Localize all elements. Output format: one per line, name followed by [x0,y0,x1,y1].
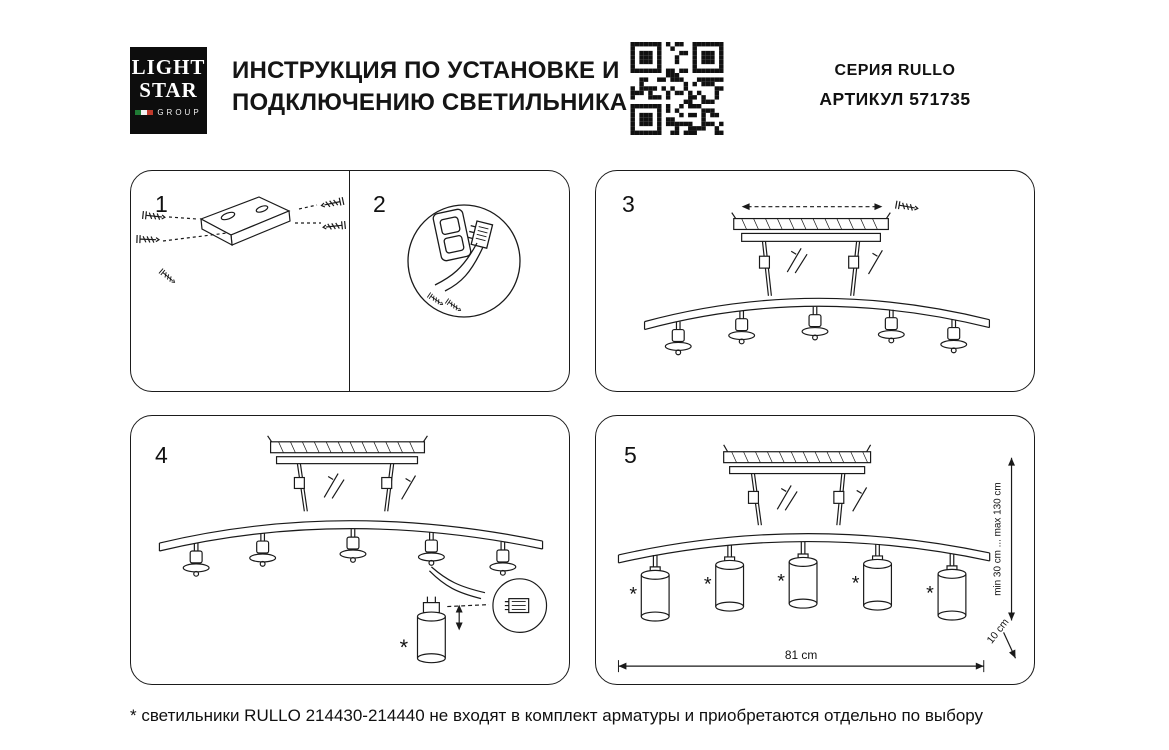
logo-text-star: STAR [139,78,198,102]
lamp-asterisk: * [777,571,785,593]
lamp-holder [182,542,210,577]
step4-diagram: * [158,435,548,664]
ceiling-bar [723,444,872,475]
product-meta: СЕРИЯ RULLO АРТИКУЛ 571735 [795,62,995,110]
footnote: * светильники RULLO 214430-214440 не вхо… [130,706,984,725]
screw-icon [136,234,160,245]
lamp-holder [877,309,905,344]
arrow-down-icon [455,622,463,631]
mounting-bracket [199,196,291,247]
step-2-number: 2 [373,191,386,217]
curved-rail [158,520,544,552]
loose-screws [323,473,345,499]
arrow-diagonal-icon [1008,649,1019,660]
lamp-holder [801,306,829,341]
lamp-shade [715,544,745,612]
width-dimension [617,660,985,673]
title-line-1: ИНСТРУКЦИЯ ПО УСТАНОВКЕ И [232,57,620,84]
panel-step-5: 5 [595,415,1035,685]
lamp-holder [664,321,692,356]
lamp-shade [640,554,670,622]
arrow-right-icon [874,203,883,211]
lamp-shade [788,541,818,609]
lamp-shade [937,553,967,621]
qr-code-pattern [630,42,724,135]
article-label: АРТИКУЛ 571735 [819,89,971,109]
panel-divider [349,171,350,391]
suspension-rods [747,473,846,526]
lamp-holder [940,319,968,354]
curved-rail [617,533,991,564]
screw-guide-lines-right [295,204,321,224]
arrow-right-icon [975,662,984,670]
italian-flag-icon [135,110,154,115]
panel-steps-1-2: 1 2 [130,170,570,392]
qr-code [628,42,726,135]
lamp-asterisk: * [926,583,934,605]
lamp-attachment-detail [416,566,548,664]
loose-screws [867,249,883,275]
lamp-holder [417,531,445,566]
lamp-asterisk: * [629,584,637,606]
step-4-number: 4 [155,442,168,468]
suspension-rods [758,241,861,296]
series-label: СЕРИЯ RULLO [834,62,956,79]
step3-diagram [643,200,991,356]
step-3-number: 3 [622,191,635,217]
width-dimension-label: 81 cm [785,648,818,662]
ceiling-bar [267,435,428,465]
step5-diagram: * * * * * 81 cm min 30 cm ... max 130 cm… [617,444,1019,673]
lamp-holder [339,528,367,563]
terminal-block [432,208,472,262]
lamp-holder [728,310,756,345]
title-line-2: ПОДКЛЮЧЕНИЮ СВЕТИЛЬНИКА [232,89,628,116]
lamp-asterisk: * [852,573,860,595]
logo-text-group: GROUP [157,108,202,117]
wires [434,242,484,292]
step-5-number: 5 [624,442,637,468]
lamp-holder [249,532,277,567]
lamp-asterisk: * [704,574,712,596]
screw-icon [894,200,920,213]
arrow-left-icon [741,203,750,211]
height-range-label: min 30 cm ... max 130 cm [993,482,1004,595]
logo-text-light: LIGHT [131,55,206,79]
screw-icon [320,196,345,211]
step2-diagram [407,204,521,318]
lamp-shade [863,543,893,611]
screw-icon [158,268,178,286]
ceiling-bar [731,212,891,242]
lamp-asterisk: * [400,635,409,660]
wire-connector [467,220,494,249]
loose-screws [776,485,798,511]
page-title: ИНСТРУКЦИЯ ПО УСТАНОВКЕ И ПОДКЛЮЧЕНИЮ СВ… [232,55,627,119]
panel-step-3: 3 [595,170,1035,392]
screw-guide-lines [162,216,228,242]
loose-screws [401,475,417,500]
arrow-down-icon [1008,612,1016,621]
logo-group-row: GROUP [130,108,207,117]
arrow-left-icon [618,662,627,670]
height-dimension [1008,457,1016,621]
step-1-number: 1 [155,191,168,217]
loose-screws [786,247,808,274]
curved-rail [643,297,991,331]
screw-icon [141,210,166,222]
arrow-up-icon [1008,457,1016,466]
lightstar-logo: LIGHT STAR GROUP [130,47,207,134]
suspension-rods [293,463,395,512]
screw-icon [322,220,347,232]
lamp-holder [489,541,517,576]
step1-diagram [136,196,347,286]
panel-step-4: 4 [130,415,570,685]
loose-screws [852,487,868,512]
